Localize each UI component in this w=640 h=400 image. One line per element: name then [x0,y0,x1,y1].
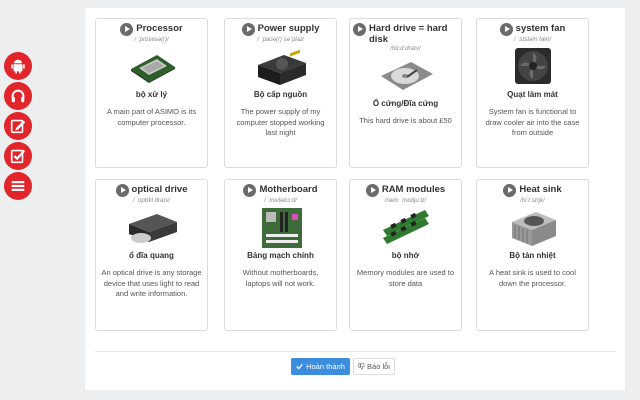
play-audio-icon[interactable] [499,23,513,36]
play-audio-icon[interactable] [115,184,129,197]
footer-divider [95,351,615,352]
listen-button[interactable] [4,82,32,110]
system-fan-image [514,48,551,84]
report-button-label: Báo lỗi [367,362,390,371]
card-word: optical drive [131,184,188,195]
vocab-card-power-supply[interactable]: Power supply / ˈpaʊə(r) səˈplaɪ/ Bộ cấp … [224,18,337,168]
card-definition: An optical drive is any storage device t… [101,268,202,298]
android-button[interactable] [4,52,32,80]
card-translation: Ổ cứng/Đĩa cứng [372,99,439,108]
optical-drive-image [128,214,177,243]
card-word: system fan [515,23,566,34]
menu-button[interactable] [4,172,32,200]
card-word: Power supply [257,23,320,34]
power-supply-image [257,49,306,85]
card-definition: The power supply of my computer stopped … [236,107,325,137]
card-pronunciation: /hɑːd draɪv/ [390,46,421,52]
card-pronunciation: / ˈmʌðəbɔːd/ [263,198,297,204]
card-pronunciation: / ˈpaʊə(r) səˈplaɪ/ [257,37,304,43]
headphones-icon [11,89,25,103]
card-translation: bộ xử lý [135,90,168,99]
menu-icon [11,181,25,191]
card-translation: Bảng mạch chính [247,251,314,260]
card-definition: A main part of ASIMO is its computer pro… [106,107,197,127]
card-translation: bộ nhớ [391,251,420,260]
finish-button[interactable]: Hoàn thành [291,358,350,375]
card-word: Processor [136,23,183,34]
vocab-card-heat-sink[interactable]: Heat sink /hiːt sɪŋk/ Bộ tản nhiệt A hea… [476,179,589,331]
play-audio-icon[interactable] [503,184,517,197]
vocab-card-processor[interactable]: Processor / ˈprɒsesə(r)/ bộ xử lý A main… [95,18,208,168]
card-definition: A heat sink is used to cool down the pro… [489,268,576,288]
vocab-card-motherboard[interactable]: Motherboard / ˈmʌðəbɔːd/ Bảng mạch chính… [224,179,337,331]
card-word: Heat sink [519,184,562,195]
vocab-card-ram-modules[interactable]: RAM modules /ræm ˈmɒdjuːlz/ bộ nhớ Memor… [349,179,462,331]
play-audio-icon[interactable] [243,184,257,197]
motherboard-image [261,208,302,248]
card-definition: Memory modules are used to store data [356,268,455,288]
processor-image [130,55,175,83]
vocabulary-panel: Processor / ˈprɒsesə(r)/ bộ xử lý A main… [85,8,625,390]
card-definition: This hard drive is about £50 [359,116,452,125]
quiz-button[interactable] [4,142,32,170]
card-translation: Bộ cấp nguồn [253,90,308,99]
vocab-card-optical-drive[interactable]: optical drive / ˈɒptɪkl draɪv/ ổ đĩa qua… [95,179,208,331]
play-audio-icon[interactable] [120,23,134,36]
card-pronunciation: / ˈsɪstəm fæn/ [513,37,552,43]
play-audio-icon[interactable] [353,23,366,36]
report-error-button[interactable]: Báo lỗi [353,358,395,375]
card-pronunciation: / ˈprɒsesə(r)/ [134,37,169,43]
edit-button[interactable] [4,112,32,140]
finish-button-label: Hoàn thành [306,362,345,371]
side-toolbar [4,52,32,202]
vocab-card-system-fan[interactable]: system fan / ˈsɪstəm fæn/ Quạt làm mát S… [476,18,589,168]
card-definition: Without motherboards, laptops will not w… [242,268,319,288]
card-word: Hard drive = hard disk [369,23,448,45]
ram-modules-image [382,210,429,244]
vocab-card-hard-drive[interactable]: Hard drive = hard disk /hɑːd draɪv/ Ổ cứ… [349,18,462,168]
card-pronunciation: / ˈɒptɪkl draɪv/ [132,198,171,204]
card-translation: ổ đĩa quang [129,251,174,260]
thumbs-down-icon [358,363,365,370]
play-audio-icon[interactable] [241,23,255,36]
card-pronunciation: /ræm ˈmɒdjuːlz/ [384,198,427,204]
edit-icon [10,119,26,134]
checklist-icon [10,149,26,164]
card-translation: Quạt làm mát [507,90,558,99]
card-pronunciation: /hiːt sɪŋk/ [520,198,545,204]
play-audio-icon[interactable] [365,184,379,197]
check-icon [296,363,303,370]
card-translation: Bộ tản nhiệt [509,251,556,260]
card-word: Motherboard [259,184,318,195]
hard-drive-image [380,62,433,90]
card-word: RAM modules [381,184,446,195]
card-definition: System fan is functional to draw cooler … [485,107,580,137]
android-icon [11,59,25,74]
heat-sink-image [511,212,556,246]
